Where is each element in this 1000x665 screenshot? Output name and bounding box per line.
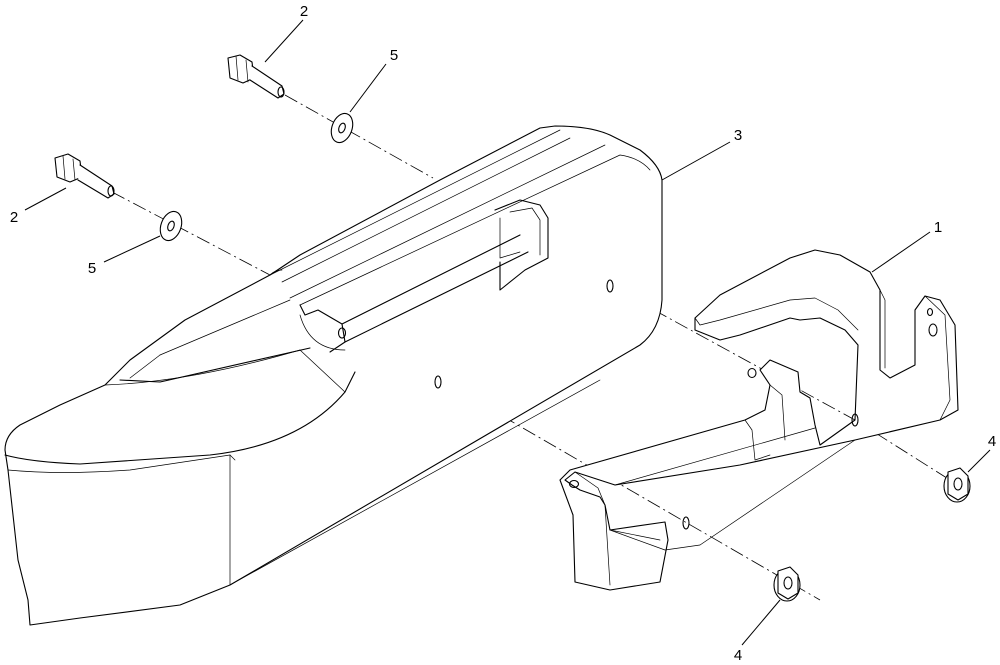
callout-bolt-upper: 2 <box>300 3 308 20</box>
bolt-part-2-upper <box>227 54 285 99</box>
washer-part-5-lower <box>159 210 183 242</box>
callout-nut-bottom: 4 <box>734 647 742 664</box>
callout-bracket: 1 <box>934 219 942 236</box>
counterweight-part-3 <box>4 125 663 626</box>
leader-lines <box>24 19 991 646</box>
callout-nut-right: 4 <box>988 433 996 450</box>
callout-labels: 2 5 3 2 5 1 4 4 <box>10 3 996 664</box>
callout-washer-upper: 5 <box>390 47 398 64</box>
callout-counterweight: 3 <box>734 127 742 144</box>
callout-washer-lower: 5 <box>88 260 96 277</box>
nut-part-4-right <box>943 467 971 503</box>
bracket-part-1 <box>559 249 959 591</box>
washer-part-5-upper <box>330 112 354 144</box>
nut-part-4-bottom <box>773 566 801 602</box>
bolt-part-2-lower <box>54 153 115 199</box>
callout-bolt-lower: 2 <box>10 209 18 226</box>
